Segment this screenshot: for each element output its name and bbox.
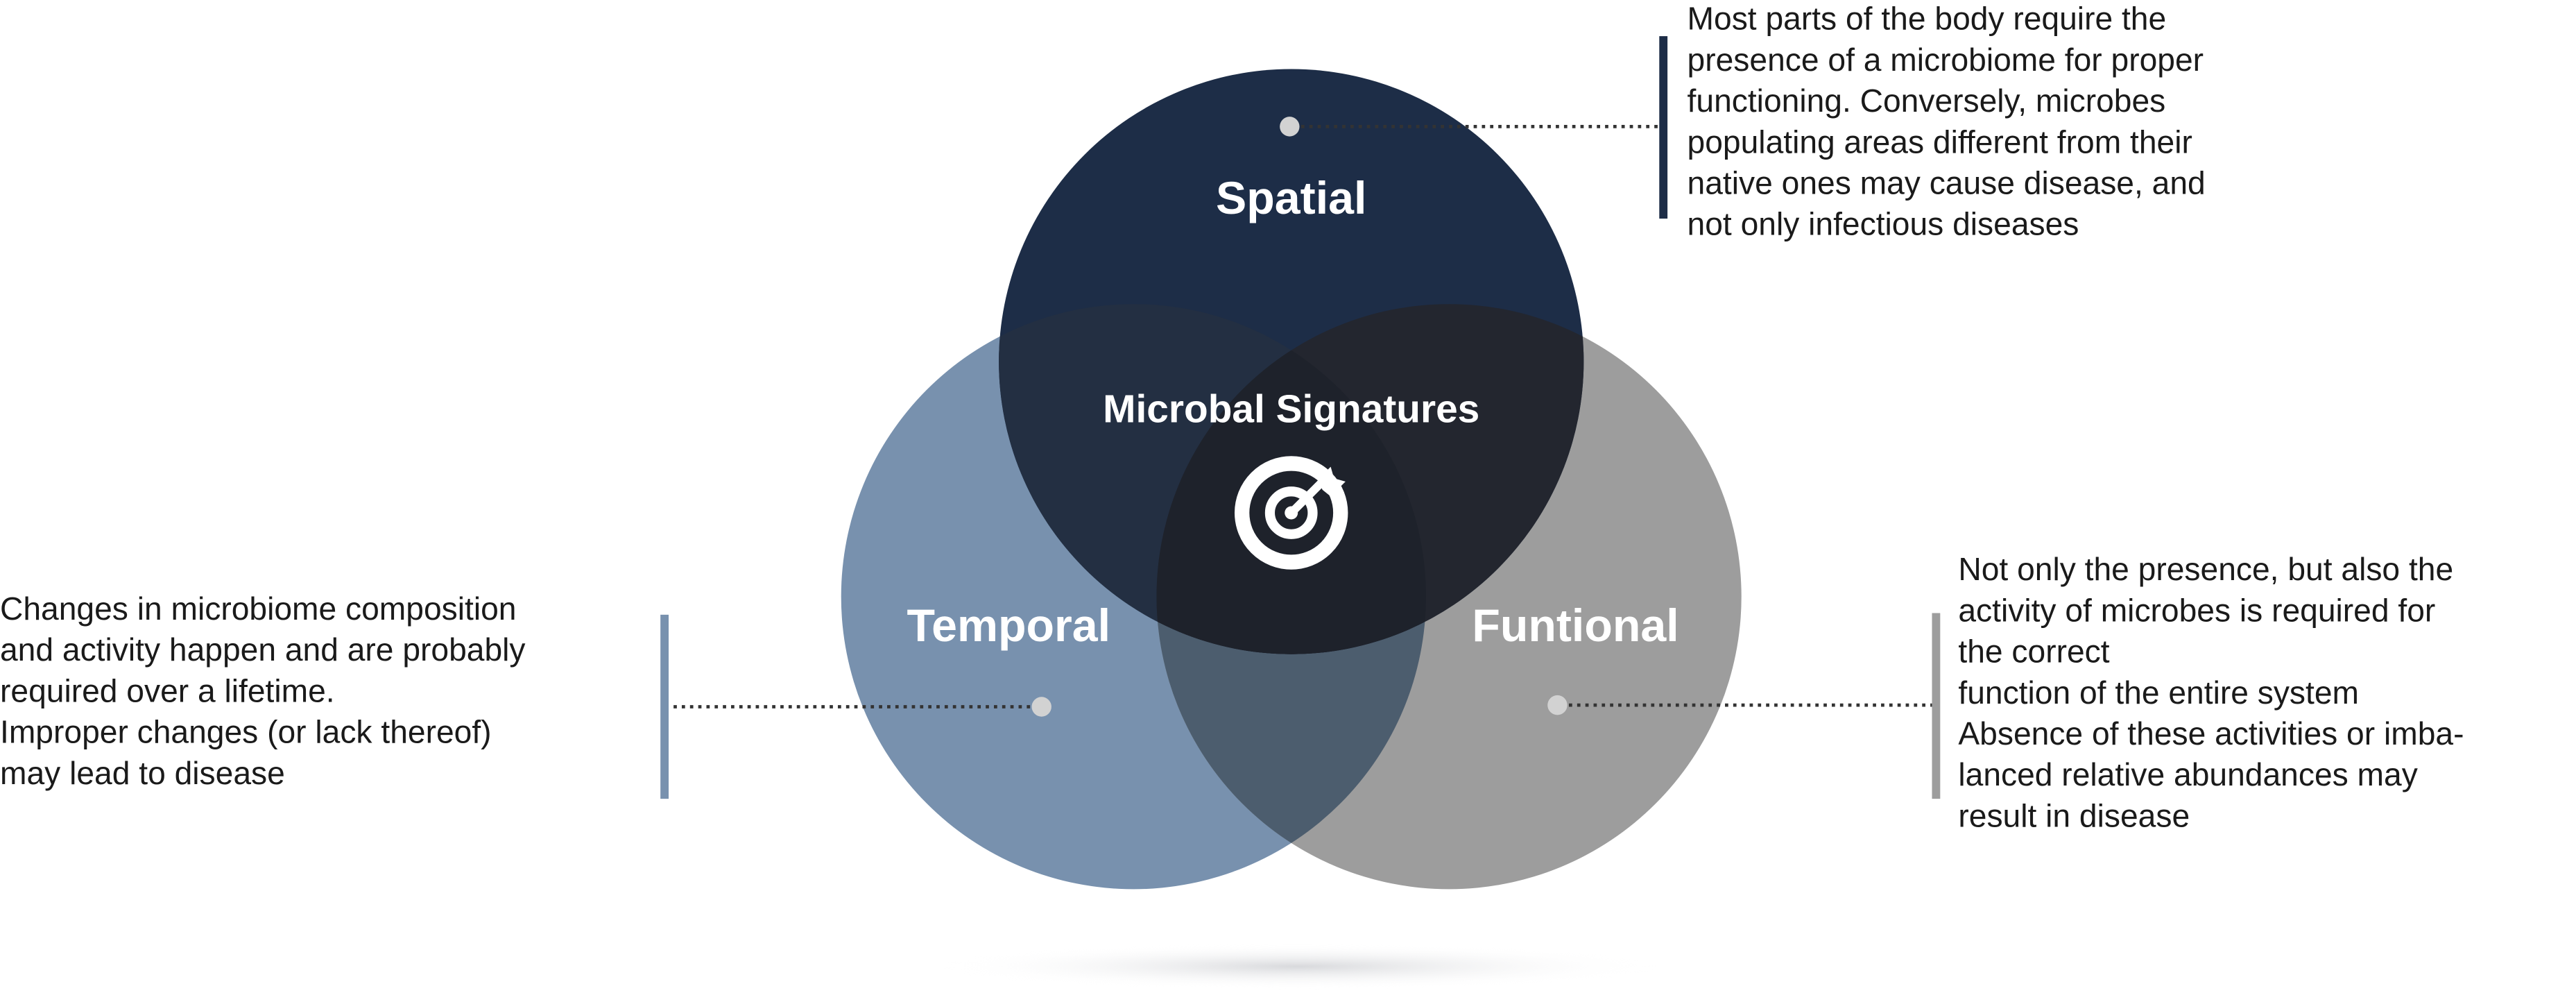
functional-dot (1547, 695, 1568, 715)
functional-label: Funtional (1472, 600, 1678, 652)
center-label: Microbal Signatures (1103, 388, 1479, 432)
text-line: presence of a microbiome for proper (1687, 42, 2204, 79)
text-line: may lead to disease (0, 756, 285, 792)
temporal-label: Temporal (907, 600, 1111, 652)
spatial-dot (1280, 117, 1300, 137)
text-line: not only infectious diseases (1687, 207, 2079, 244)
target-arrow-icon (1235, 456, 1348, 570)
spatial-description: Most parts of the body require the prese… (1688, 0, 2206, 246)
text-line: Not only the presence, but also the (1958, 552, 2454, 588)
text-line: required over a lifetime. (0, 674, 335, 711)
text-line: Changes in microbiome composition (0, 591, 517, 628)
floor-shadow (936, 943, 1660, 990)
spatial-label: Spatial (1216, 173, 1366, 224)
text-line: populating areas different from their (1687, 125, 2192, 162)
text-line: function of the entire system (1958, 675, 2360, 712)
spatial-accent-bar (1659, 36, 1668, 219)
text-line: Most parts of the body require the (1687, 1, 2167, 38)
functional-accent-bar (1932, 613, 1941, 799)
temporal-accent-bar (660, 614, 669, 799)
text-line: the correct (1958, 634, 2110, 671)
center-overlap (1156, 304, 1426, 654)
text-line: native ones may cause disease, and (1687, 166, 2206, 203)
text-line: lanced relative abundances may (1958, 757, 2418, 795)
text-line: functioning. Conversely, microbes (1687, 83, 2166, 120)
functional-description: Not only the presence, but also the acti… (1958, 550, 2464, 838)
text-line: Absence of these activities or imba- (1958, 716, 2464, 753)
text-line: result in disease (1958, 799, 2190, 835)
text-line: Improper changes (or lack thereof) (0, 715, 492, 752)
text-line: activity of microbes is required for (1958, 593, 2436, 630)
text-line: and activity happen and are probably (0, 632, 526, 670)
temporal-description: Changes in microbiome composition and ac… (0, 590, 526, 795)
temporal-dot (1031, 697, 1051, 717)
